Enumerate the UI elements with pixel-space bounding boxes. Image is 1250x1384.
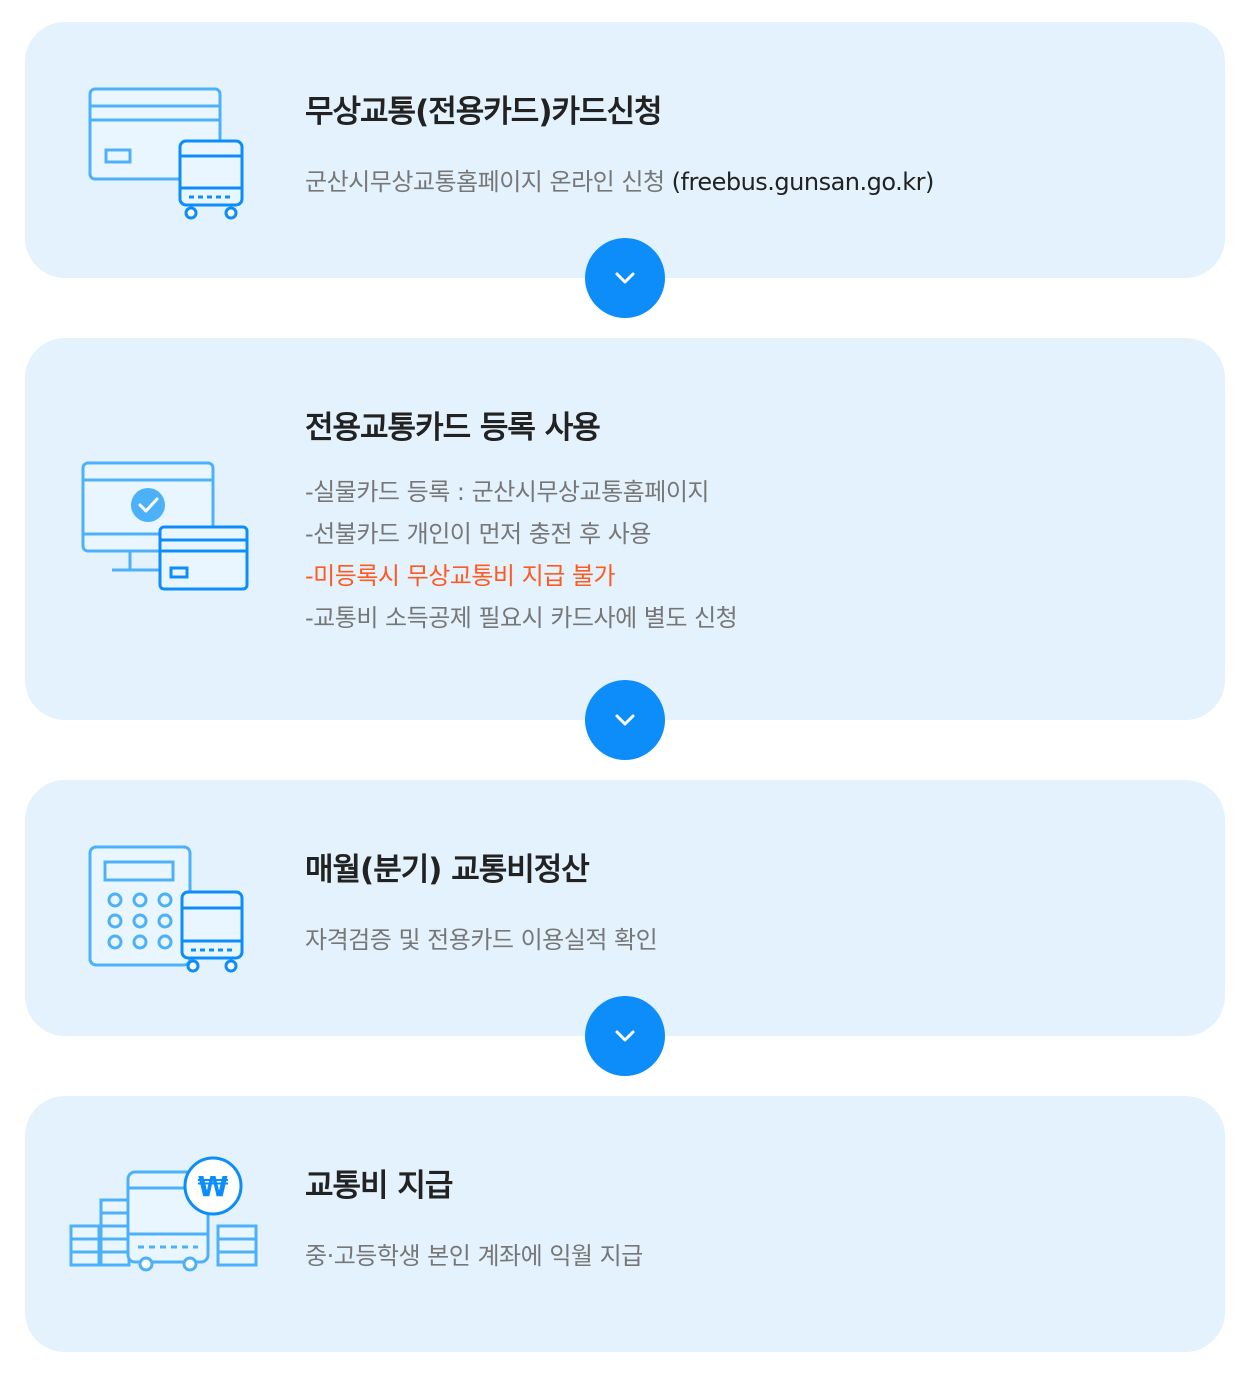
step-card-register: 전용교통카드 등록 사용 -실물카드 등록 : 군산시무상교통홈페이지 -선불카…: [25, 338, 1225, 720]
step-card-apply: 무상교통(전용카드)카드신청 군산시무상교통홈페이지 온라인 신청 (freeb…: [25, 22, 1225, 278]
next-step-button[interactable]: [585, 996, 665, 1076]
next-step-button[interactable]: [585, 238, 665, 318]
step-title: 교통비 지급: [305, 1168, 453, 1204]
step-description: 중·고등학생 본인 계좌에 익월 지급: [305, 1242, 643, 1270]
warning-item: -미등록시 무상교통비 지급 불가: [305, 562, 616, 590]
monitor-check-card-icon: [81, 461, 249, 591]
description-text: 군산시무상교통홈페이지 온라인 신청: [305, 168, 672, 196]
bus-coins-won-icon: ₩: [69, 1156, 258, 1272]
step-description: 자격검증 및 전용카드 이용실적 확인: [305, 926, 658, 954]
chevron-down-icon: [615, 1030, 635, 1042]
step-title: 전용교통카드 등록 사용: [305, 410, 601, 446]
calculator-bus-icon: [88, 845, 244, 973]
step-monthly-settlement: 매월(분기) 교통비정산 자격검증 및 전용카드 이용실적 확인: [25, 780, 1225, 1036]
chevron-down-icon: [615, 272, 635, 284]
step-title: 무상교통(전용카드)카드신청: [305, 94, 663, 130]
next-step-button[interactable]: [585, 680, 665, 760]
step-title: 매월(분기) 교통비정산: [305, 852, 590, 888]
card-bus-icon: [88, 87, 244, 220]
list-item: -실물카드 등록 : 군산시무상교통홈페이지: [305, 478, 710, 506]
step-payment: ₩ 교통비 지급 중·고등학생 본인 계좌에 익월 지급: [25, 1096, 1225, 1352]
list-item: -교통비 소득공제 필요시 카드사에 별도 신청: [305, 604, 738, 632]
homepage-url[interactable]: (freebus.gunsan.go.kr): [671, 168, 935, 196]
won-symbol: ₩: [198, 1170, 229, 1203]
chevron-down-icon: [615, 714, 635, 726]
register-notes-list: -실물카드 등록 : 군산시무상교통홈페이지 -선불카드 개인이 먼저 충전 후…: [305, 471, 738, 639]
list-item: -선불카드 개인이 먼저 충전 후 사용: [305, 520, 651, 548]
step-description: 군산시무상교통홈페이지 온라인 신청 (freebus.gunsan.go.kr…: [305, 162, 934, 197]
